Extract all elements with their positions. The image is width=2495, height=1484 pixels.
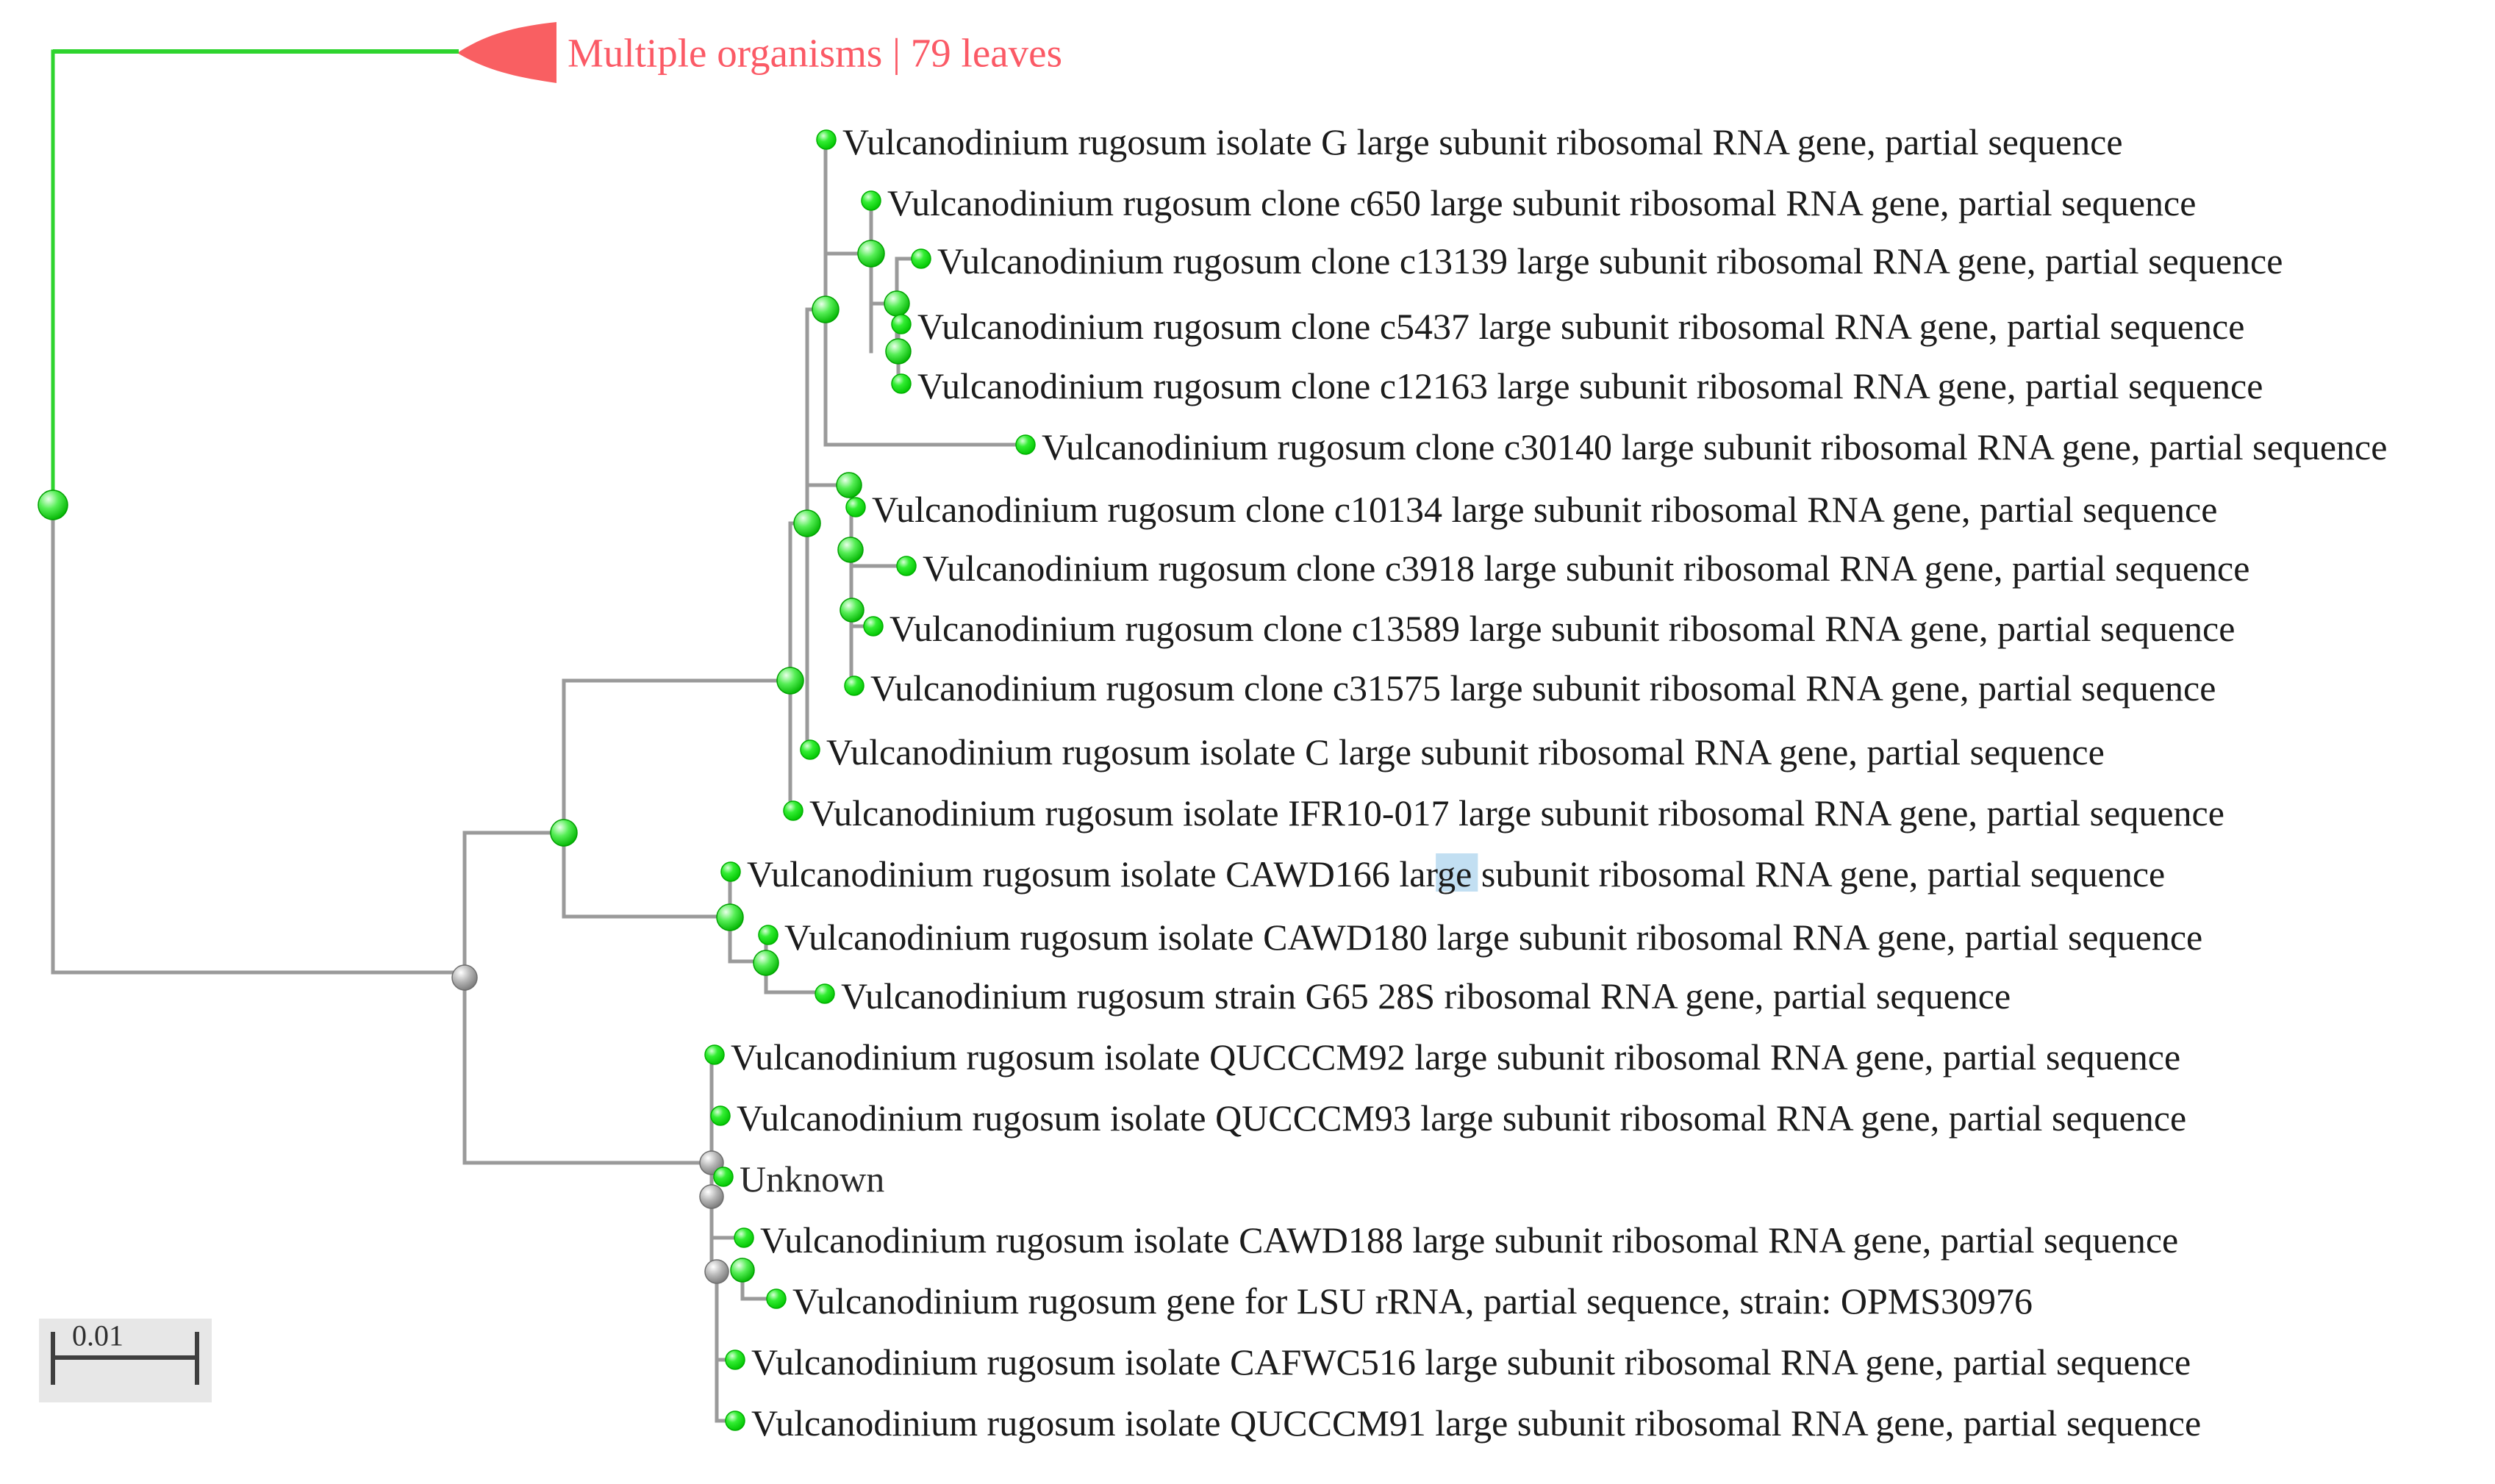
leaf-clone-c650: Vulcanodinium rugosum clone c650 large s… (861, 182, 2196, 223)
leaf-clone-c5437: Vulcanodinium rugosum clone c5437 large … (891, 306, 2244, 347)
leaf-node-icon[interactable] (725, 1410, 745, 1431)
leaf-node-icon[interactable] (713, 1166, 734, 1187)
internal-node-node-c5437-grp[interactable] (885, 338, 912, 365)
internal-node-node-c13139-grp[interactable] (884, 290, 910, 317)
leaf-node-icon[interactable] (891, 314, 912, 334)
leaf-node-icon[interactable] (891, 373, 912, 394)
leaf-node-icon[interactable] (816, 129, 837, 150)
leaf-node-icon[interactable] (720, 861, 741, 882)
leaf-strain-G65: Vulcanodinium rugosum strain G65 28S rib… (815, 975, 2011, 1017)
leaf-node-icon[interactable] (911, 248, 931, 269)
leaf-node-icon[interactable] (704, 1044, 725, 1065)
leaf-node-icon[interactable] (896, 556, 917, 576)
leaf-clone-c12163: Vulcanodinium rugosum clone c12163 large… (891, 365, 2263, 406)
leaf-isolate-CAWD166: Vulcanodinium rugosum isolate CAWD166 la… (720, 853, 2165, 895)
leaf-node-icon[interactable] (758, 925, 778, 945)
collapsed-clade-triangle-icon[interactable] (457, 22, 556, 83)
internal-node-node-unknown-grp[interactable] (699, 1184, 724, 1209)
leaf-label[interactable]: Vulcanodinium rugosum isolate QUCCCM91 l… (751, 1402, 2201, 1444)
leaf-label[interactable]: Vulcanodinium rugosum clone c30140 large… (1042, 426, 2387, 467)
leaf-node-icon[interactable] (734, 1227, 754, 1248)
leaf-label[interactable]: Vulcanodinium rugosum isolate C large su… (826, 731, 2105, 773)
internal-node-node-clade-1-12[interactable] (776, 667, 804, 695)
leaf-node-icon[interactable] (725, 1349, 745, 1370)
leaf-label[interactable]: Vulcanodinium rugosum clone c13589 large… (889, 608, 2235, 649)
leaf-node-icon[interactable] (710, 1105, 731, 1126)
leaf-isolate-QUCCCM92: Vulcanodinium rugosum isolate QUCCCM92 l… (704, 1036, 2180, 1078)
leaf-label[interactable]: Unknown (740, 1158, 884, 1200)
leaf-label[interactable]: Vulcanodinium rugosum clone c13139 large… (937, 240, 2283, 282)
leaf-isolate-G: Vulcanodinium rugosum isolate G large su… (816, 121, 2123, 162)
collapsed-clade[interactable]: Multiple organisms | 79 leaves (53, 22, 1062, 83)
leaf-clone-c3918: Vulcanodinium rugosum clone c3918 large … (896, 548, 2249, 589)
leaf-isolate-CAFWC516: Vulcanodinium rugosum isolate CAFWC516 l… (725, 1341, 2191, 1383)
scale-bar-box (39, 1319, 212, 1402)
leaf-clone-c31575: Vulcanodinium rugosum clone c31575 large… (844, 667, 2216, 709)
leaf-isolate-CAWD180: Vulcanodinium rugosum isolate CAWD180 la… (758, 917, 2202, 958)
leaf-label[interactable]: Vulcanodinium rugosum clone c31575 large… (870, 667, 2216, 709)
text-selection-artifact (1436, 853, 1478, 892)
leaf-clone-c13589: Vulcanodinium rugosum clone c13589 large… (863, 608, 2235, 649)
leaf-label[interactable]: Vulcanodinium rugosum clone c5437 large … (917, 306, 2244, 347)
leaf-label[interactable]: Vulcanodinium rugosum isolate CAFWC516 l… (751, 1341, 2191, 1383)
internal-node-node-c650-grp[interactable] (857, 240, 885, 268)
leaf-node-icon[interactable] (845, 497, 866, 517)
leaf-isolate-QUCCCM93: Vulcanodinium rugosum isolate QUCCCM93 l… (710, 1097, 2186, 1139)
leaf-isolate-IFR10-017: Vulcanodinium rugosum isolate IFR10-017 … (783, 792, 2224, 834)
leaf-label[interactable]: Vulcanodinium rugosum isolate CAWD180 la… (784, 917, 2202, 958)
leaf-label[interactable]: Vulcanodinium rugosum isolate CAWD166 la… (747, 853, 2165, 895)
leaf-label[interactable]: Vulcanodinium rugosum isolate IFR10-017 … (809, 792, 2224, 834)
internal-node-node-upper[interactable] (550, 819, 578, 847)
internal-node-node-c3918-grp[interactable] (837, 537, 864, 563)
internal-node-node-cawd-grp[interactable] (716, 903, 744, 931)
internal-node-node-c13589-grp[interactable] (840, 598, 865, 623)
leaf-node-icon[interactable] (863, 616, 884, 637)
leaf-clone-c10134: Vulcanodinium rugosum clone c10134 large… (845, 489, 2217, 530)
leaf-label[interactable]: Vulcanodinium rugosum clone c10134 large… (872, 489, 2217, 530)
leaf-isolate-C: Vulcanodinium rugosum isolate C large su… (800, 731, 2105, 773)
leaf-isolate-QUCCCM91: Vulcanodinium rugosum isolate QUCCCM91 l… (725, 1402, 2201, 1444)
leaf-unknown: Unknown (713, 1158, 884, 1200)
internal-node-node-opms-grp[interactable] (730, 1258, 755, 1283)
collapsed-clade-label[interactable]: Multiple organisms | 79 leaves (568, 31, 1062, 76)
scale-bar: 0.01 (39, 1319, 212, 1402)
leaf-label[interactable]: Vulcanodinium rugosum gene for LSU rRNA,… (792, 1280, 2033, 1322)
internal-node-node-cawd188-grp[interactable] (704, 1259, 729, 1284)
scale-bar-label: 0.01 (72, 1319, 124, 1352)
leaf-label[interactable]: Vulcanodinium rugosum strain G65 28S rib… (841, 975, 2011, 1017)
internal-node-node-clade-1-11[interactable] (793, 509, 821, 537)
leaf-clone-c30140: Vulcanodinium rugosum clone c30140 large… (1015, 426, 2387, 467)
tree-leaves: Vulcanodinium rugosum isolate G large su… (704, 121, 2387, 1444)
internal-node-root[interactable] (37, 490, 68, 520)
leaf-node-icon[interactable] (766, 1288, 787, 1309)
internal-node-node-main[interactable] (451, 964, 478, 991)
scale-bar-line (51, 1332, 199, 1385)
leaf-label[interactable]: Vulcanodinium rugosum isolate CAWD188 la… (760, 1219, 2178, 1261)
leaf-strain-OPMS30976: Vulcanodinium rugosum gene for LSU rRNA,… (766, 1280, 2033, 1322)
leaf-label[interactable]: Vulcanodinium rugosum isolate QUCCCM92 l… (731, 1036, 2180, 1078)
leaf-isolate-CAWD188: Vulcanodinium rugosum isolate CAWD188 la… (734, 1219, 2178, 1261)
leaf-node-icon[interactable] (783, 800, 803, 821)
internal-node-node-c10134-grp[interactable] (836, 472, 862, 498)
leaf-node-icon[interactable] (861, 190, 881, 211)
leaf-node-icon[interactable] (800, 739, 820, 760)
leaf-label[interactable]: Vulcanodinium rugosum clone c650 large s… (887, 182, 2196, 223)
leaf-label[interactable]: Vulcanodinium rugosum isolate G large su… (842, 121, 2123, 162)
leaf-clone-c13139: Vulcanodinium rugosum clone c13139 large… (911, 240, 2283, 282)
leaf-node-icon[interactable] (815, 983, 835, 1004)
leaf-label[interactable]: Vulcanodinium rugosum clone c3918 large … (923, 548, 2249, 589)
leaf-label[interactable]: Vulcanodinium rugosum isolate QUCCCM93 l… (737, 1097, 2186, 1139)
leaf-node-icon[interactable] (1015, 434, 1036, 455)
leaf-label[interactable]: Vulcanodinium rugosum clone c12163 large… (917, 365, 2263, 406)
internal-node-node-cawd180-grp[interactable] (753, 950, 779, 976)
internal-node-node-clade-1-6[interactable] (812, 295, 840, 323)
leaf-node-icon[interactable] (844, 675, 865, 696)
